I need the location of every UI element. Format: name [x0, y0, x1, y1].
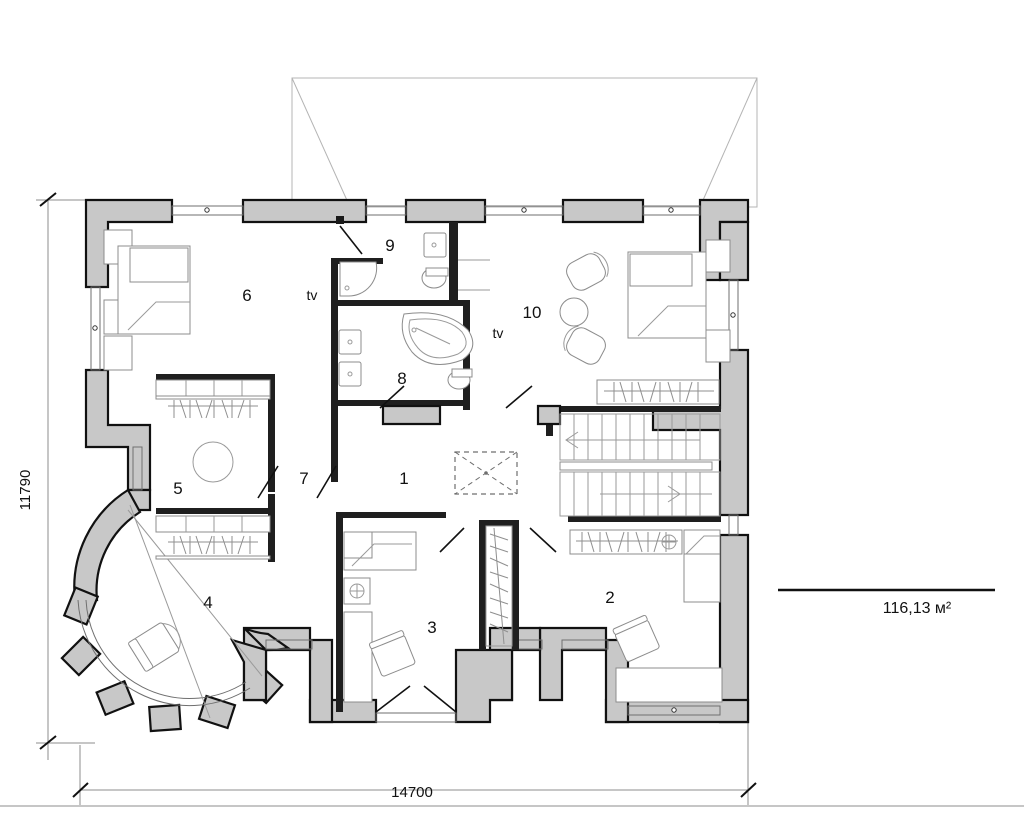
- tv-label-right: tv: [493, 325, 504, 341]
- room-9-fixtures: [421, 228, 490, 294]
- room-label-8: 8: [397, 369, 406, 388]
- room-6-furniture: [103, 229, 191, 371]
- corridor-closet: [485, 525, 513, 647]
- room-5-furniture: [155, 379, 271, 560]
- windows: [90, 205, 739, 723]
- shower-cabin: [339, 261, 378, 297]
- room-10-furniture: [559, 239, 731, 405]
- room-3-furniture: [343, 531, 417, 703]
- total-area-label: 116,13 м²: [883, 600, 952, 617]
- room-label-7: 7: [299, 469, 308, 488]
- room-1-hatch-symbol: [454, 451, 518, 495]
- room-4-furniture: [128, 622, 181, 672]
- room-label-1: 1: [399, 469, 408, 488]
- room-2-furniture: [569, 529, 723, 703]
- staircase: [559, 413, 721, 517]
- room-label-3: 3: [427, 618, 436, 637]
- roof-outline: [291, 77, 758, 208]
- room-label-9: 9: [385, 236, 394, 255]
- room-label-4: 4: [203, 593, 212, 612]
- bay-window-rotunda: [60, 488, 291, 733]
- room-label-10: 10: [523, 303, 542, 322]
- dimension-width-label: 14700: [391, 784, 433, 801]
- dimension-height-label: 11790: [17, 470, 34, 511]
- room-8-fixtures: [338, 312, 474, 390]
- door-symbols: [257, 216, 557, 713]
- tv-label-left: tv: [307, 287, 318, 303]
- room-label-2: 2: [605, 588, 614, 607]
- dimension-lines: [0, 192, 1024, 807]
- room-label-5: 5: [173, 479, 182, 498]
- room-label-6: 6: [242, 286, 251, 305]
